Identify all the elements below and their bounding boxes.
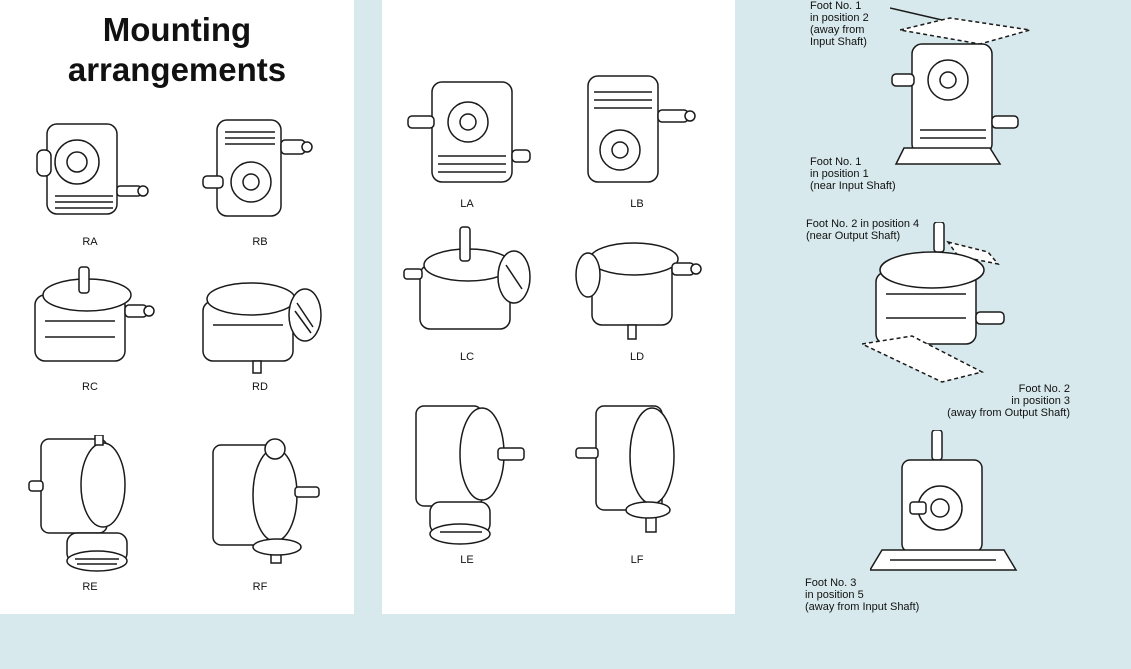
arrangement-code: RD (252, 381, 268, 393)
arrangement-la: LA (402, 72, 532, 210)
arrangement-le: LE (402, 398, 532, 566)
gearbox-ra-drawing (36, 123, 149, 215)
title-line-1: Mounting (102, 11, 252, 48)
foot1-position1-label: Foot No. 1 in position 1 (near Input Sha… (810, 156, 896, 192)
gearbox-rb-drawing (202, 119, 313, 217)
arrangement-lb: LB (572, 72, 702, 210)
foot-positions-3-4-drawing (862, 222, 1005, 383)
arrangement-code: LD (629, 351, 645, 363)
arrangement-code: RB (252, 236, 268, 248)
foot1-position2-label: Foot No. 1 in position 2 (away from Inpu… (810, 0, 869, 48)
arrangement-code: LA (460, 198, 474, 210)
arrangement-lf: LF (572, 398, 702, 566)
gearbox-lc-drawing (403, 226, 531, 330)
arrangement-ld: LD (572, 225, 702, 363)
arrangement-code: LC (459, 351, 475, 363)
gearbox-lb-drawing (587, 75, 696, 183)
foot-positions-1-2-drawing (890, 7, 1031, 165)
arrangement-re: RE (25, 435, 155, 593)
foot3-position5-label: Foot No. 3 in position 5 (away from Inpu… (805, 577, 920, 613)
gearbox-rc-drawing (34, 266, 155, 362)
gearbox-ld-drawing (575, 242, 702, 340)
gearbox-le-drawing (415, 405, 525, 545)
arrangement-code: RA (82, 236, 98, 248)
page-title: Mounting arrangements (0, 10, 354, 90)
arrangement-ra: RA (25, 110, 155, 248)
foot2-position3-label: Foot No. 2 in position 3 (away from Outp… (947, 383, 1070, 419)
arrangement-lc: LC (402, 225, 532, 363)
arrangement-code: RC (82, 381, 98, 393)
left-hand-arrangements-panel: LA LB LC (382, 0, 735, 614)
arrangement-rc: RC (25, 265, 155, 393)
right-hand-arrangements-panel: Mounting arrangements RA (0, 0, 354, 614)
arrangement-code: LB (630, 198, 644, 210)
foot2-position4-label: Foot No. 2 in position 4 (near Output Sh… (806, 218, 920, 242)
title-line-2: arrangements (67, 51, 287, 88)
arrangement-code: LE (460, 554, 474, 566)
foot-position-5-drawing (870, 430, 1018, 571)
arrangement-rd: RD (195, 265, 325, 393)
gearbox-la-drawing (407, 81, 531, 183)
arrangement-rb: RB (195, 110, 325, 248)
arrangement-code: LF (630, 554, 644, 566)
arrangement-code: RF (252, 581, 268, 593)
arrangement-code: RE (82, 581, 98, 593)
gearbox-lf-drawing (575, 405, 675, 533)
gearbox-re-drawing (28, 435, 128, 572)
gearbox-rd-drawing (202, 282, 322, 374)
gearbox-rf-drawing (212, 438, 320, 564)
arrangement-rf: RF (195, 435, 325, 593)
